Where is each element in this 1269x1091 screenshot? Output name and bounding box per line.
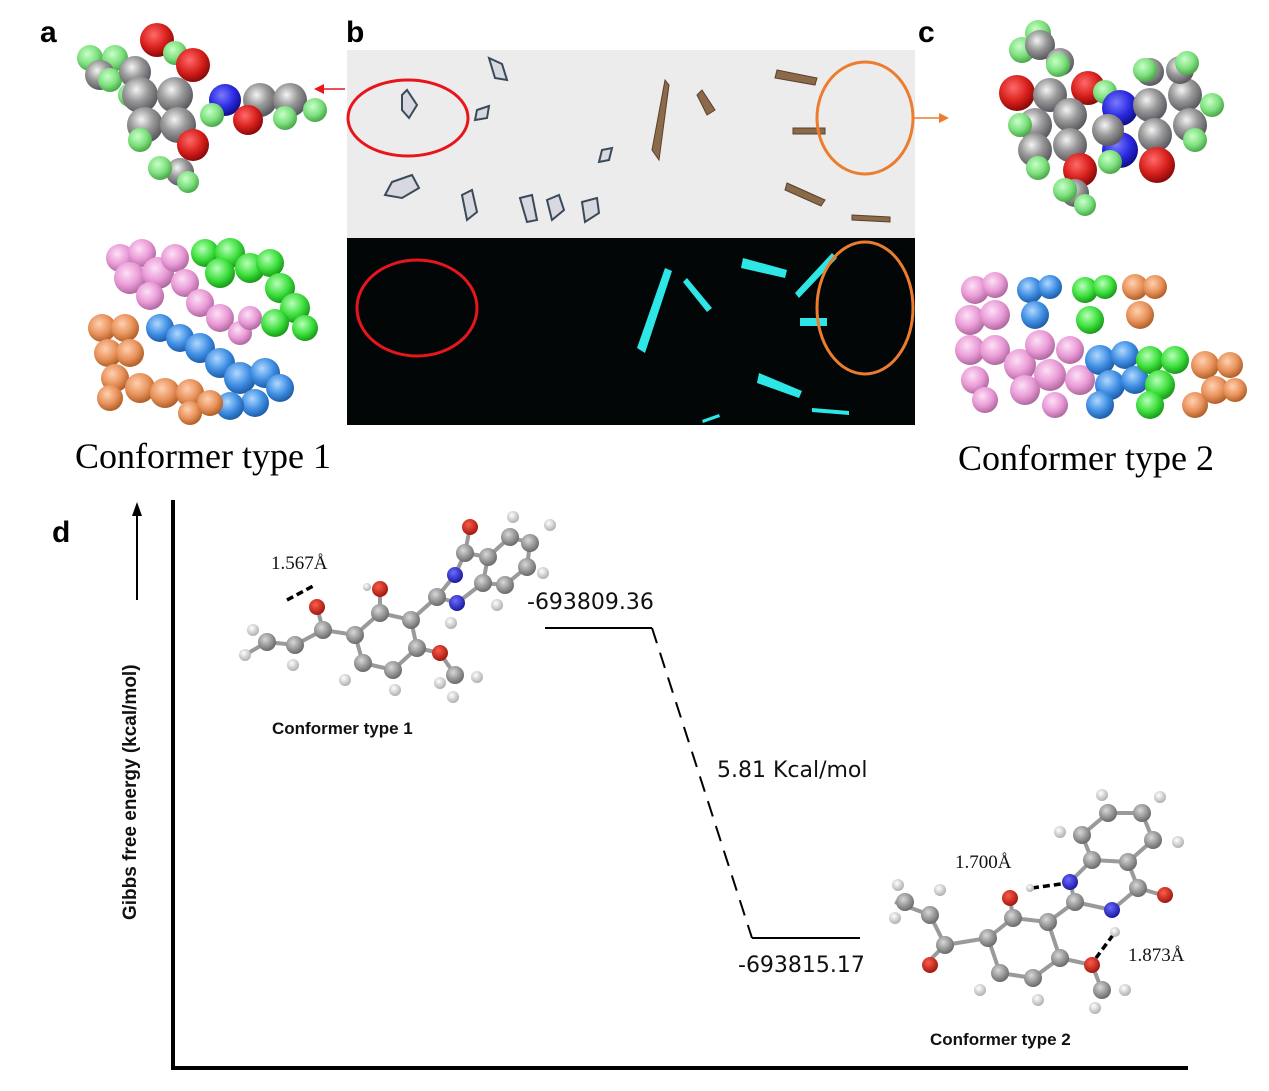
label-conformer-type2: Conformer type 2 bbox=[930, 1030, 1071, 1049]
hbond-distance-3: 1.873Å bbox=[1128, 945, 1185, 966]
blue-molecule-type2 bbox=[1017, 275, 1149, 419]
pink-molecule-type2 bbox=[955, 272, 1095, 418]
orange-molecule bbox=[88, 314, 223, 425]
orange-molecule-type2 bbox=[1122, 274, 1247, 418]
plate-crystals bbox=[383, 56, 614, 224]
label-conformer-type1: Conformer type 1 bbox=[272, 719, 413, 738]
hbond-3 bbox=[1094, 933, 1115, 960]
transition-dashed-line bbox=[651, 627, 753, 939]
needle-crystals bbox=[651, 69, 891, 223]
ball-stick-molecule-type2 bbox=[889, 789, 1184, 1014]
ball-stick-molecule-type1 bbox=[239, 511, 556, 703]
hbond-distance-2: 1.700Å bbox=[955, 852, 1012, 873]
panel-letter-b: b bbox=[346, 16, 365, 49]
blue-molecule bbox=[146, 314, 294, 420]
panel-letter-c: c bbox=[918, 16, 935, 49]
orange-arrow-head-icon bbox=[939, 113, 949, 123]
packing-diagram-type2 bbox=[955, 272, 1247, 419]
energy-levels bbox=[545, 627, 860, 939]
panel-letter-a: a bbox=[40, 16, 57, 49]
hbond-1 bbox=[286, 583, 316, 602]
space-filling-molecule-type2 bbox=[999, 20, 1224, 216]
red-arrow-head-icon bbox=[314, 84, 324, 94]
caption-conformer-type1: Conformer type 1 bbox=[75, 436, 331, 476]
orange-highlight-circle-fluorescence bbox=[815, 240, 915, 376]
red-highlight-circle bbox=[346, 78, 470, 158]
panel-letter-d: d bbox=[52, 516, 71, 549]
fluorescent-crystals bbox=[637, 253, 849, 423]
hbond-distance-1: 1.567Å bbox=[271, 553, 328, 574]
green-molecule-type2 bbox=[1072, 275, 1189, 419]
pink-molecule bbox=[106, 239, 262, 345]
red-highlight-circle-fluorescence bbox=[355, 258, 479, 358]
atoms-type2 bbox=[889, 789, 1184, 1014]
green-molecule bbox=[191, 238, 318, 341]
energy-value-high: -693809.36 bbox=[527, 590, 654, 615]
energy-difference-label: 5.81 Kcal/mol bbox=[717, 758, 868, 783]
molecule-atoms bbox=[77, 23, 327, 193]
molecule-atoms-type2 bbox=[999, 20, 1224, 216]
y-arrow-head-icon bbox=[132, 502, 142, 516]
space-filling-molecule-type1 bbox=[77, 23, 345, 193]
energy-value-low: -693815.17 bbox=[738, 953, 865, 978]
hbond-2 bbox=[1031, 881, 1069, 890]
packing-diagram-type1 bbox=[88, 238, 318, 425]
brightfield-micrograph bbox=[346, 50, 949, 238]
orange-highlight-circle bbox=[815, 60, 915, 176]
y-axis-label: Gibbs free energy (kcal/mol) bbox=[120, 664, 141, 920]
fluorescence-micrograph bbox=[347, 238, 915, 425]
atoms-type1 bbox=[239, 511, 556, 703]
caption-conformer-type2: Conformer type 2 bbox=[958, 438, 1214, 478]
